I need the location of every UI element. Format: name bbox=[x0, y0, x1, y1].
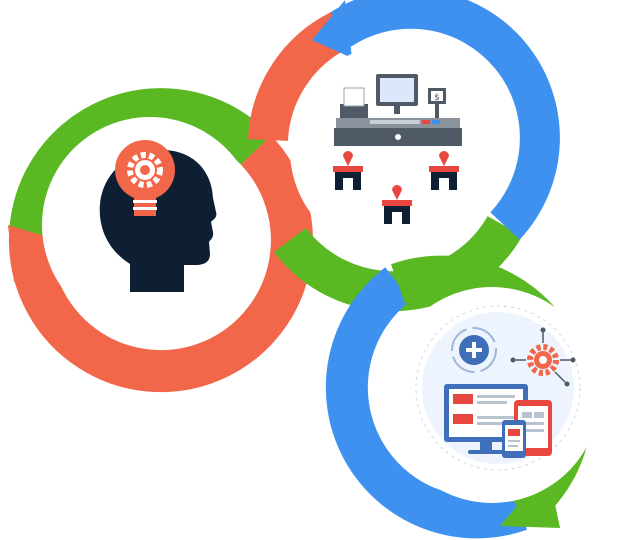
price-display-pole bbox=[435, 104, 439, 118]
receipt-paper bbox=[343, 87, 365, 107]
gear-icon bbox=[510, 327, 576, 387]
price-display-screen bbox=[431, 91, 443, 101]
node-retail-disc bbox=[290, 44, 502, 256]
head-gear-bulb-icon bbox=[99, 140, 217, 292]
ring-ideation-orange-arc bbox=[9, 135, 313, 393]
pos-stores-icon: $ bbox=[333, 74, 462, 224]
store-icon bbox=[429, 151, 459, 190]
ring-ideation bbox=[8, 88, 313, 393]
receipt-printer bbox=[340, 104, 368, 118]
ring-ideation-green-arc bbox=[8, 88, 272, 246]
store-icon bbox=[333, 151, 363, 190]
gear-icon bbox=[127, 152, 163, 188]
arrowhead-blue-icon bbox=[312, 0, 352, 58]
phone-icon bbox=[502, 420, 526, 458]
store-icon bbox=[382, 185, 412, 224]
ring-digital-blue-arc bbox=[325, 267, 527, 539]
bulb-neck bbox=[134, 194, 156, 216]
pos-keypad bbox=[370, 120, 420, 124]
bulb-base-1 bbox=[133, 200, 157, 203]
pos-screen bbox=[380, 78, 414, 102]
pos-monitor-stand bbox=[394, 106, 400, 114]
pos-counter-button bbox=[395, 134, 401, 140]
plus-sync-icon bbox=[451, 327, 497, 373]
digital-orbit bbox=[415, 305, 581, 471]
pos-key-red bbox=[422, 120, 430, 124]
register-symbol: $ bbox=[434, 93, 440, 103]
bulb-base-2 bbox=[133, 207, 157, 210]
devices-gear-plus-icon bbox=[415, 305, 581, 471]
ring-retail-blue-arc bbox=[329, 0, 560, 240]
pos-key-blue bbox=[432, 120, 440, 124]
